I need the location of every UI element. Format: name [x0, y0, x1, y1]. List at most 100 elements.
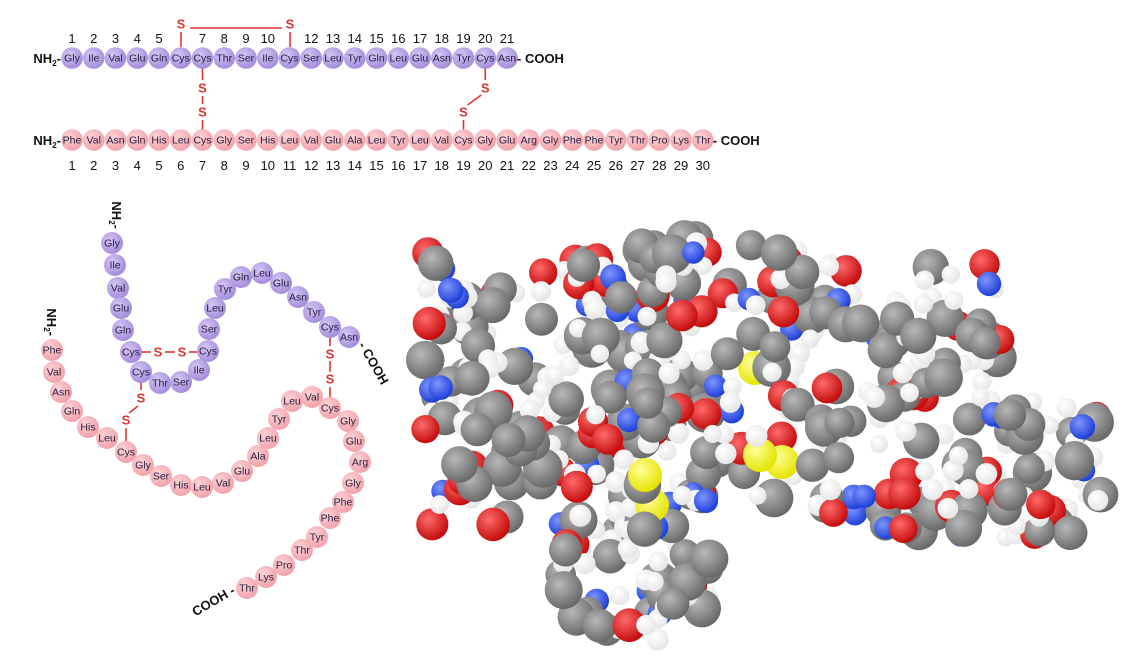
hydrogen-atom: [692, 349, 714, 371]
hydrogen-atom: [941, 265, 960, 284]
residue-label: Thr: [152, 378, 168, 390]
residue: Tyr: [343, 47, 366, 69]
carbon-atom: [690, 435, 724, 469]
residue-label: His: [151, 135, 166, 147]
hydrogen-atom: [800, 329, 820, 349]
residue-number: 8: [221, 158, 228, 173]
residue-label: Glu: [412, 53, 429, 65]
residue-label: Asn: [106, 135, 124, 147]
residue-number: 23: [543, 158, 557, 173]
carbon-atom: [867, 332, 904, 369]
residue: Cys: [191, 47, 214, 69]
residue: Phe: [41, 339, 63, 361]
residue-label: Ile: [109, 260, 120, 272]
residue-bead: [670, 129, 692, 151]
residue: Tyr: [452, 47, 475, 69]
residue-bead: [170, 371, 192, 393]
residue-bead: [291, 539, 313, 561]
residue-bead: [342, 472, 364, 494]
hydrogen-atom: [915, 461, 935, 481]
residue-bead: [213, 129, 236, 151]
residue-bead: [268, 408, 290, 430]
carbon-atom: [594, 380, 627, 414]
residue-bead: [235, 129, 257, 151]
carbon-atom: [651, 234, 692, 274]
carbon-atom: [656, 587, 690, 620]
hydrogen-atom: [895, 420, 917, 442]
carbon-atom: [824, 407, 855, 438]
residue: Gly: [132, 454, 154, 476]
nitrogen-atom: [976, 271, 1002, 296]
carbon-atom: [581, 317, 620, 356]
residue-label: Tyr: [391, 135, 406, 147]
hydrogen-atom: [715, 442, 737, 465]
carbon-atom: [632, 387, 664, 419]
residue-number: 1: [68, 31, 75, 46]
residue-bead: [332, 491, 354, 513]
residue: Val: [430, 129, 453, 151]
residue-number: 9: [242, 158, 249, 173]
residue-number: 7: [199, 31, 206, 46]
residue-label: Arg: [521, 135, 538, 147]
residue-number: 21: [500, 31, 514, 46]
residue-label: Thr: [630, 135, 646, 147]
residue-bead: [257, 427, 279, 449]
hydrogen-atom: [863, 386, 885, 408]
residue-bead: [256, 47, 279, 69]
residue-bead: [365, 47, 388, 69]
oxygen-atom: [416, 508, 449, 541]
residue: Leu: [365, 129, 388, 151]
residue-bead: [41, 339, 63, 361]
residue-number: 14: [348, 158, 362, 173]
hydrogen-atom: [975, 463, 998, 485]
space-filling-model: [405, 220, 1119, 651]
hydrogen-atom: [762, 362, 782, 382]
carbon-atom: [474, 287, 511, 324]
sulfur-label: S: [459, 105, 468, 120]
carbon-atom: [754, 478, 794, 518]
residue-number: 11: [283, 158, 297, 173]
residue-label: Leu: [206, 303, 224, 315]
hydrogen-atom: [1056, 397, 1077, 418]
c-terminus-label: COOH -: [189, 583, 237, 619]
residue-bead: [474, 129, 497, 151]
residue-bead: [430, 129, 453, 151]
residue: Cys: [115, 441, 137, 463]
residue-bead: [256, 129, 279, 151]
residue-bead: [247, 445, 269, 467]
residue-number: 7: [199, 158, 206, 173]
residue-label: Ser: [238, 53, 255, 65]
residue-number: 5: [155, 158, 162, 173]
residue: Gly: [342, 472, 364, 494]
residue: Thr: [149, 372, 171, 394]
carbon-atom: [795, 448, 830, 482]
residue: Val: [107, 277, 129, 299]
hydrogen-atom: [944, 290, 964, 310]
hydrogen-atom: [672, 350, 692, 370]
nitrogen-atom: [704, 374, 727, 398]
residue-label: Glu: [273, 278, 290, 290]
hydrogen-atom: [648, 551, 669, 572]
residue-bead: [191, 129, 214, 151]
residue-number: 27: [630, 158, 644, 173]
residue-number: 10: [261, 31, 275, 46]
residue-bead: [539, 129, 562, 151]
hydrogen-atom: [655, 271, 677, 293]
residue-bead: [303, 301, 325, 323]
residue-label: Tyr: [608, 135, 623, 147]
residue-label: Leu: [283, 396, 301, 408]
residue-bead: [148, 129, 170, 151]
residue-bead: [148, 47, 170, 69]
residue: Ser: [235, 47, 257, 69]
residue-label: Asn: [498, 53, 516, 65]
hydrogen-atom: [1087, 490, 1109, 511]
carbon-atom: [626, 511, 663, 547]
residue-bead: [104, 254, 126, 276]
hydrogen-atom: [586, 405, 606, 425]
residue-bead: [343, 129, 366, 151]
residue-label: Val: [47, 367, 61, 379]
residue: Asn: [430, 47, 453, 69]
oxygen-atom: [476, 507, 510, 542]
residue-number: 14: [348, 31, 362, 46]
residue-bead: [169, 129, 192, 151]
